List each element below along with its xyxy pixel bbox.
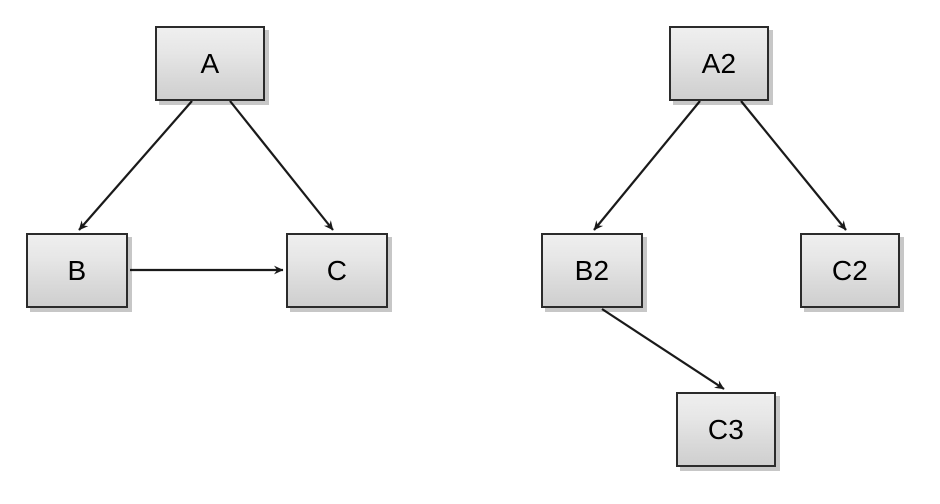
node-b2[interactable]: B2	[541, 233, 643, 308]
node-label-b2: B2	[574, 254, 610, 286]
node-label-a: A	[200, 47, 220, 79]
node-c3[interactable]: C3	[676, 392, 776, 467]
node-label-c3: C3	[707, 413, 745, 445]
edge-a2-to-b2	[593, 100, 701, 231]
node-a2[interactable]: A2	[669, 26, 769, 101]
node-label-c: C	[326, 254, 348, 286]
edge-a2-to-c2	[740, 100, 847, 231]
edge-a-to-c	[229, 100, 334, 231]
node-label-a2: A2	[701, 47, 737, 79]
node-a[interactable]: A	[155, 26, 265, 101]
node-c2[interactable]: C2	[800, 233, 900, 308]
node-label-b: B	[67, 254, 87, 286]
node-b[interactable]: B	[26, 233, 128, 308]
node-c[interactable]: C	[286, 233, 388, 308]
edge-b2-to-c3	[601, 308, 725, 390]
node-label-c2: C2	[831, 254, 869, 286]
edge-a-to-b	[78, 100, 193, 231]
